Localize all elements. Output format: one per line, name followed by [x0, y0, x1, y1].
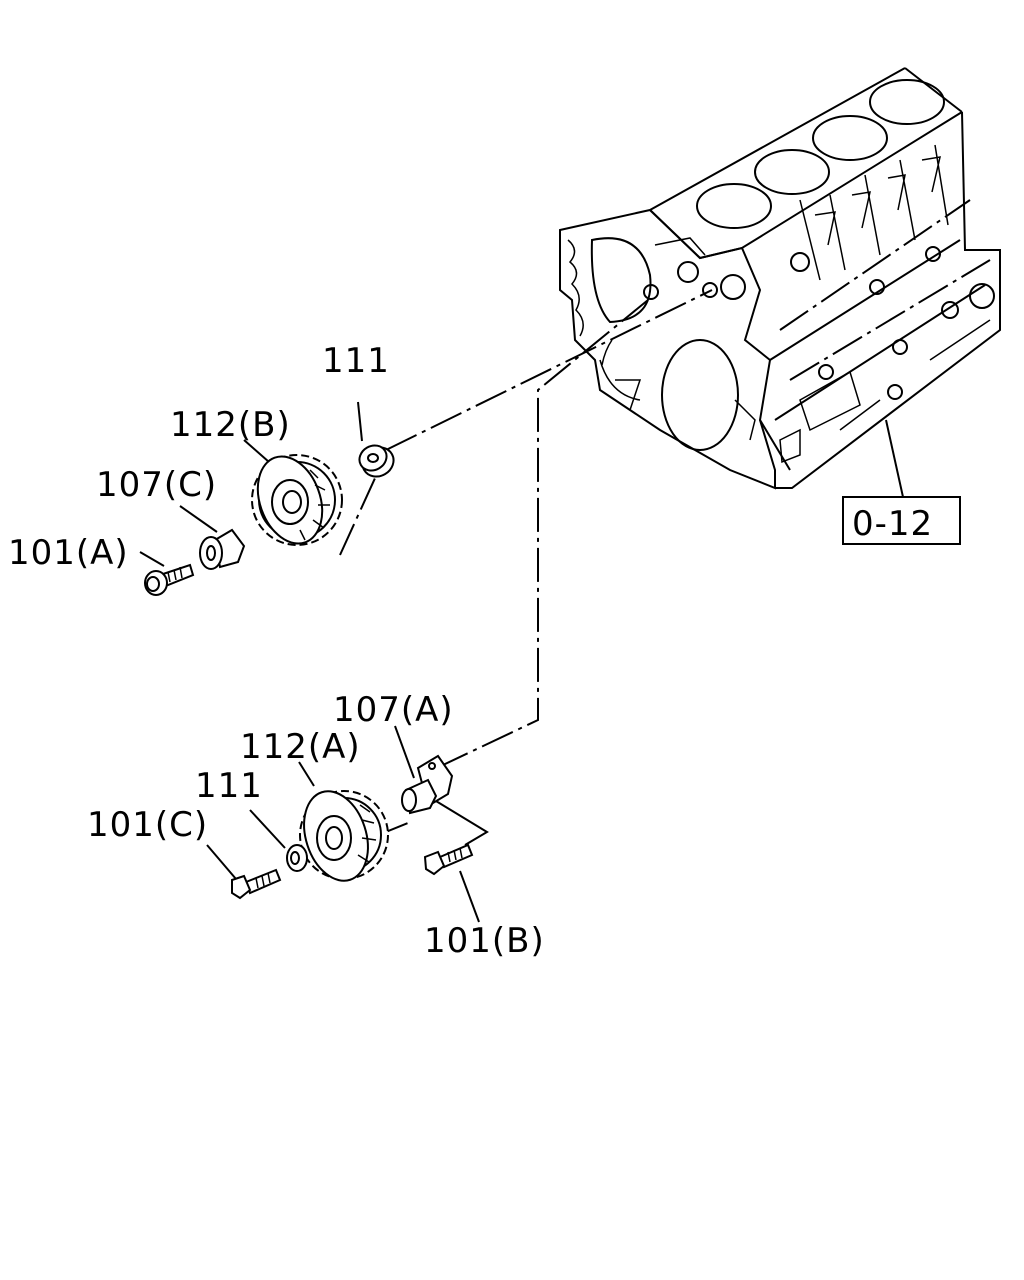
label-gear-a: 112(A) [240, 727, 361, 767]
label-bolt-c: 101(C) [87, 805, 208, 845]
bolt-b [423, 843, 474, 876]
leader-gear-a [298, 761, 315, 787]
bolt-a [144, 563, 195, 596]
label-gear-b: 112(B) [170, 405, 291, 445]
label-washer-upper: 111 [322, 341, 390, 381]
leader-washer-lower [249, 809, 286, 849]
bolt-c [231, 868, 282, 900]
idler-shaft-c [199, 528, 246, 570]
block-ref-box [842, 496, 961, 545]
label-bolt-a: 101(A) [8, 533, 129, 573]
leader-bolt-a [139, 551, 165, 567]
label-shaft-c: 107(C) [96, 465, 217, 505]
thrust-washer-upper [358, 444, 395, 478]
bolt-b-centerline [430, 797, 489, 846]
leader-washer-upper [357, 401, 363, 442]
leader-shaft-a [394, 725, 415, 779]
leader-shaft-c [179, 505, 218, 533]
block-ref-leader [885, 419, 904, 498]
label-bolt-b: 101(B) [424, 921, 545, 961]
idler-gear-a [299, 790, 389, 882]
cylinder-block [559, 67, 1001, 490]
leader-bolt-b [459, 870, 480, 923]
idler-shaft-a [401, 754, 454, 815]
leader-bolt-c [206, 844, 237, 880]
thrust-washer-lower [286, 844, 308, 872]
label-washer-lower: 111 [195, 766, 263, 806]
block-ref-label: 0-12 [852, 504, 933, 544]
idler-gear-b [251, 454, 343, 546]
upper-shaft-centerline [339, 475, 377, 556]
label-shaft-a: 107(A) [333, 690, 454, 730]
lower-assembly-centerline [442, 299, 649, 766]
upper-centerline [385, 289, 713, 451]
leader-gear-b [243, 439, 270, 463]
